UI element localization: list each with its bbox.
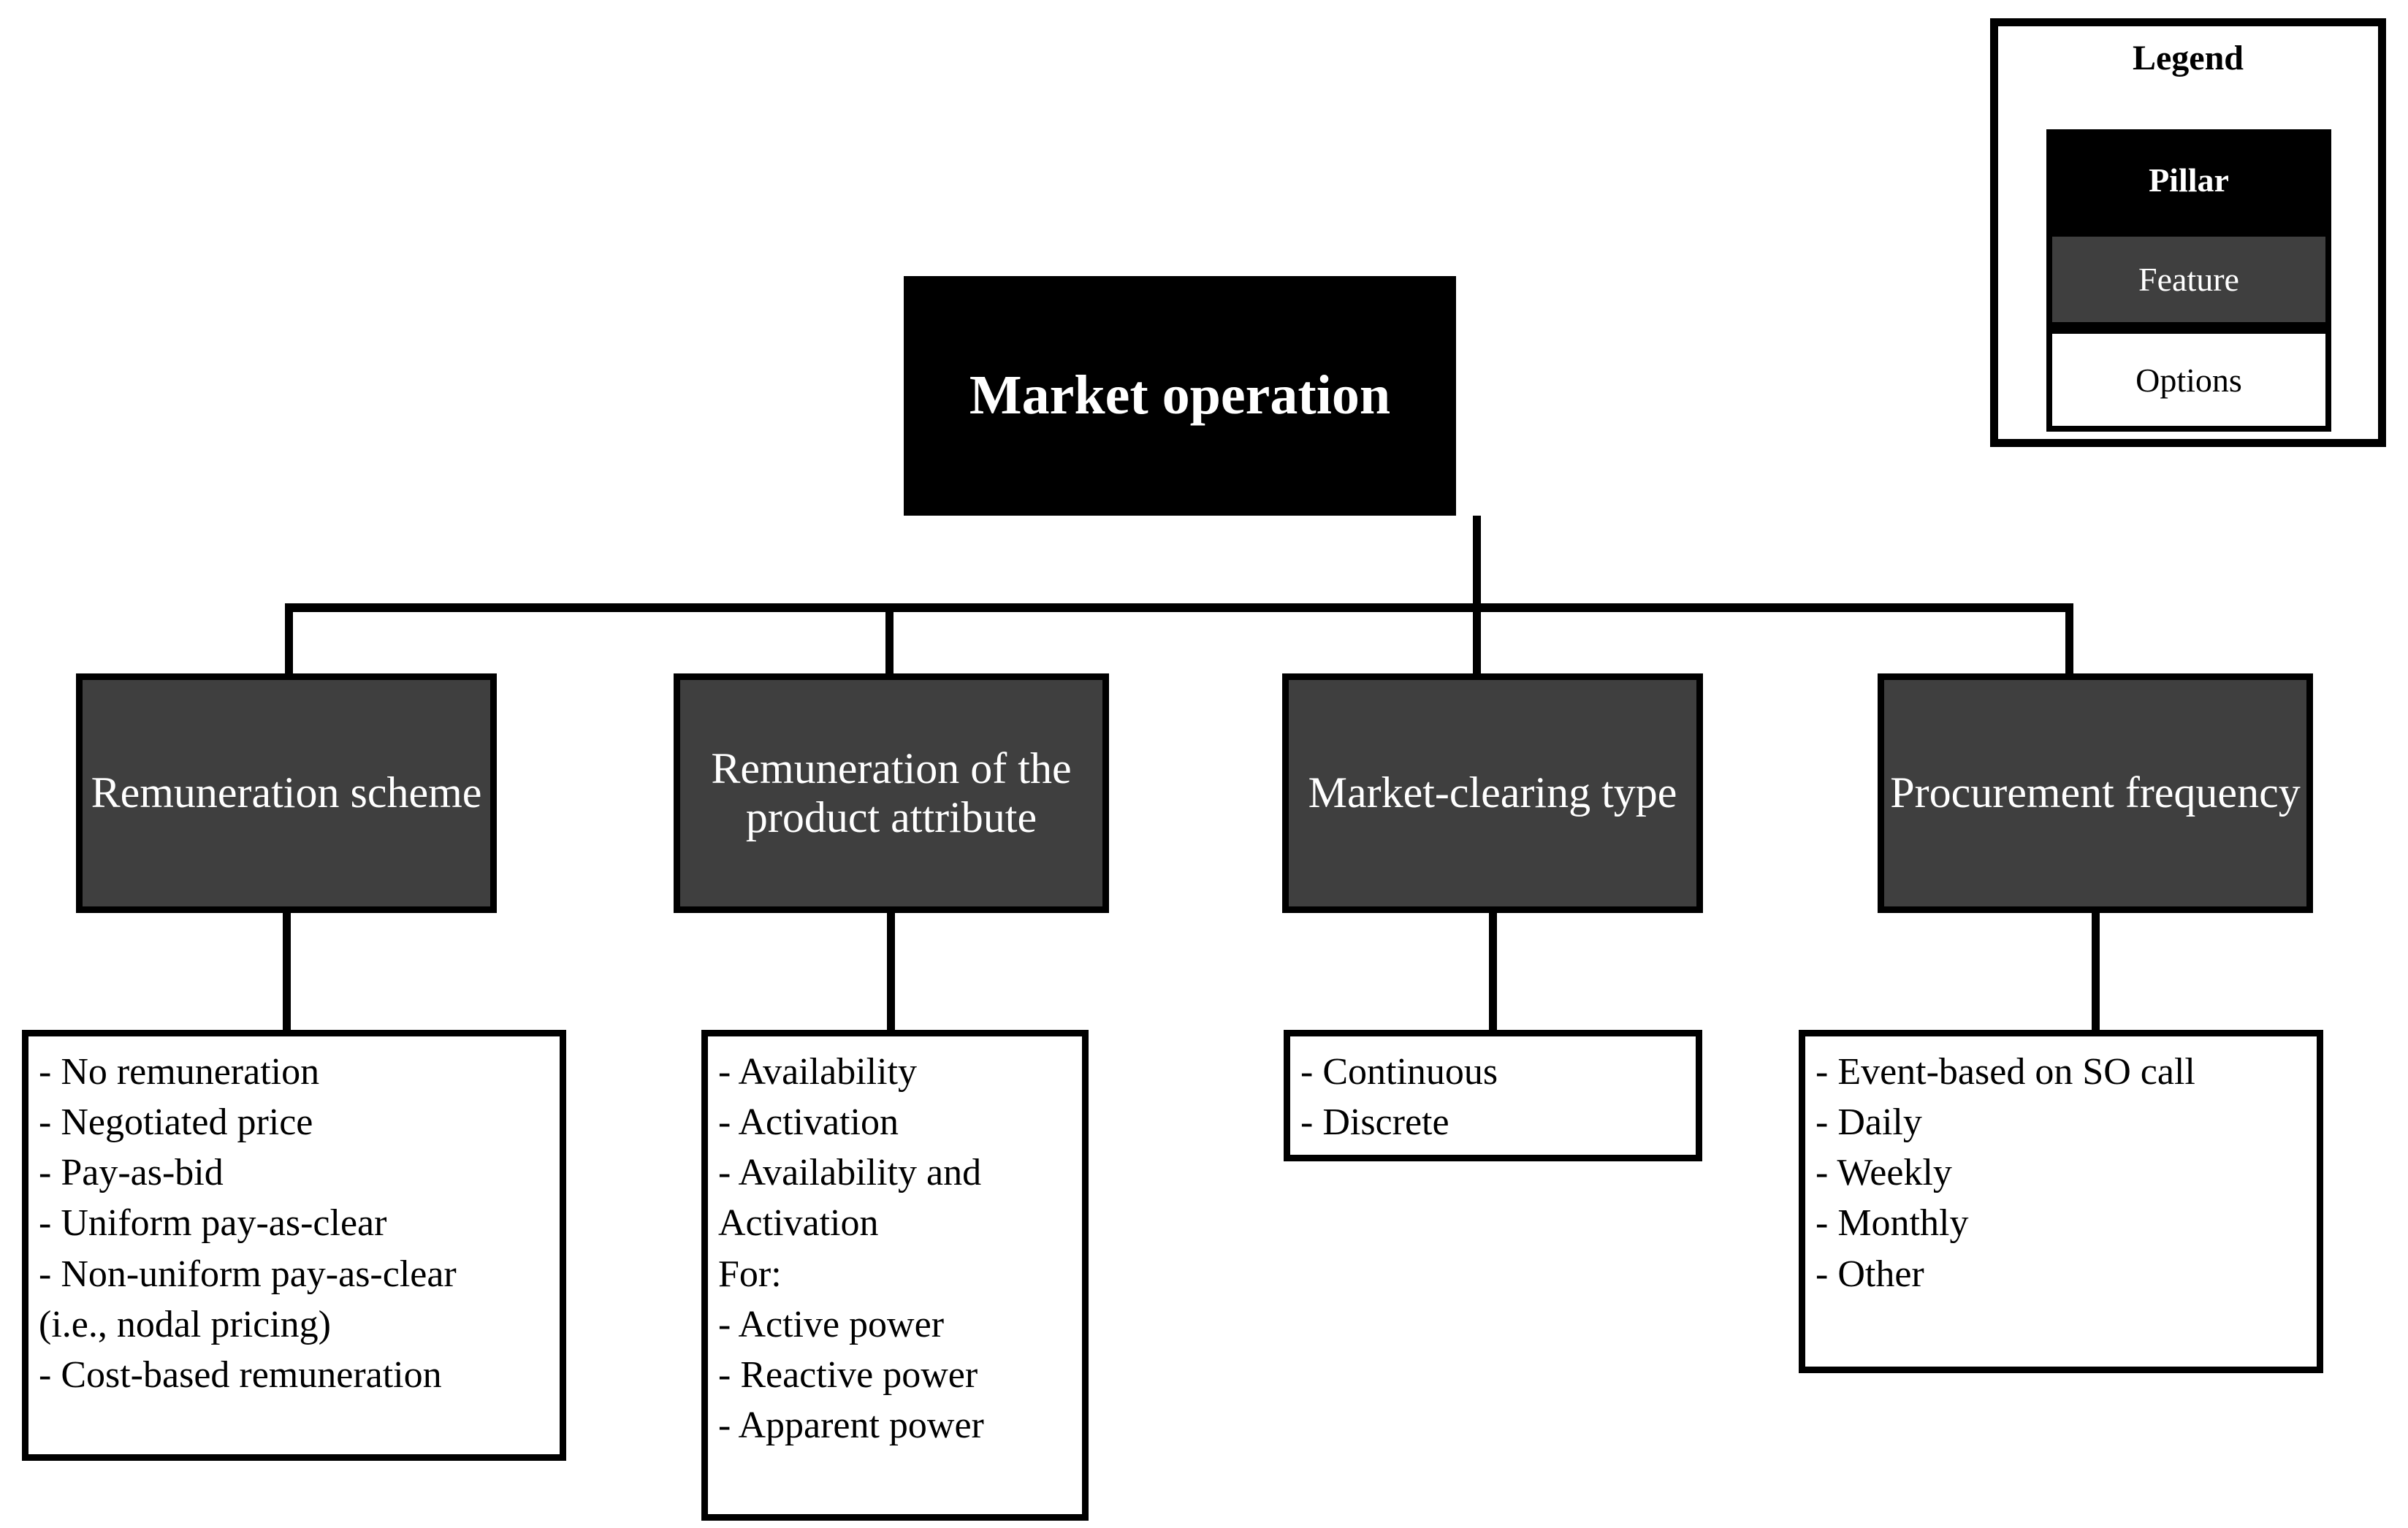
feature-remuneration-product-attribute[interactable]: Remuneration of the product attribute [674,673,1109,913]
list-item: - Discrete [1300,1101,1449,1144]
list-item: - Monthly [1815,1202,1969,1245]
options-market-clearing-type[interactable]: - Continuous - Discrete [1284,1030,1702,1161]
options-list-4: - Event-based on SO call - Daily - Weekl… [1815,1047,2309,1299]
connector-bus-horizontal [285,603,2073,612]
legend-swatch-feature: Feature [2046,231,2331,328]
list-item: - Negotiated price [39,1101,313,1144]
list-item: - Active power [718,1303,945,1345]
options-procurement-frequency[interactable]: - Event-based on SO call - Daily - Weekl… [1799,1030,2323,1373]
list-item: - Availability and [718,1152,982,1194]
list-item: - Activation [718,1101,899,1144]
feature-procurement-frequency-label: Procurement frequency [1890,768,2301,817]
connector-bus-to-feature-1 [285,603,293,676]
list-item: (i.e., nodal pricing) [39,1303,331,1345]
connector-root-stem [1473,516,1481,608]
list-item: - Non-uniform pay-as-clear [39,1253,457,1295]
list-item: - Apparent power [718,1405,984,1447]
list-item: - Continuous [1300,1051,1498,1093]
legend-swatch-pillar-label: Pillar [2149,161,2229,199]
feature-remuneration-scheme-label: Remuneration scheme [91,768,482,817]
legend-swatch-feature-label: Feature [2138,261,2239,298]
feature-procurement-frequency[interactable]: Procurement frequency [1878,673,2313,913]
pillar-market-operation[interactable]: Market operation [904,276,1456,516]
options-list-2: - Availability - Activation - Availabili… [718,1047,1075,1451]
legend-swatch-options-label: Options [2135,361,2242,399]
connector-feature-1-to-options [283,912,291,1033]
connector-feature-2-to-options [887,912,895,1033]
legend-swatch-options: Options [2046,328,2331,432]
list-item: - Availability [718,1051,917,1093]
feature-market-clearing-type[interactable]: Market-clearing type [1282,673,1703,913]
list-item: - Event-based on SO call [1815,1051,2195,1093]
feature-remuneration-scheme[interactable]: Remuneration scheme [76,673,497,913]
connector-bus-to-feature-4 [2065,603,2073,676]
list-item: Activation [718,1202,879,1245]
connector-feature-3-to-options [1489,912,1497,1033]
list-item: - Pay-as-bid [39,1152,224,1194]
legend-panel: Legend Pillar Feature Options [1990,18,2386,447]
list-item: For: [718,1253,782,1295]
list-item: - Reactive power [718,1353,978,1396]
list-item: - No remuneration [39,1051,320,1093]
pillar-market-operation-label: Market operation [969,364,1391,427]
options-remuneration-product-attribute[interactable]: - Availability - Activation - Availabili… [701,1030,1089,1521]
feature-remuneration-product-attribute-label: Remuneration of the product attribute [711,744,1072,841]
connector-bus-to-feature-3 [1473,603,1481,676]
legend-swatch-pillar: Pillar [2046,129,2331,231]
feature-market-clearing-type-label: Market-clearing type [1308,768,1677,817]
list-item: - Other [1815,1253,1924,1295]
options-list-1: - No remuneration - Negotiated price - P… [39,1047,552,1400]
list-item: - Daily [1815,1101,1922,1144]
options-list-3: - Continuous - Discrete [1300,1047,1688,1147]
connector-feature-4-to-options [2092,912,2100,1033]
legend-title: Legend [2132,39,2244,77]
connector-bus-to-feature-2 [885,603,894,676]
list-item: - Cost-based remuneration [39,1353,442,1396]
list-item: - Uniform pay-as-clear [39,1202,387,1245]
options-remuneration-scheme[interactable]: - No remuneration - Negotiated price - P… [22,1030,566,1461]
list-item: - Weekly [1815,1152,1952,1194]
